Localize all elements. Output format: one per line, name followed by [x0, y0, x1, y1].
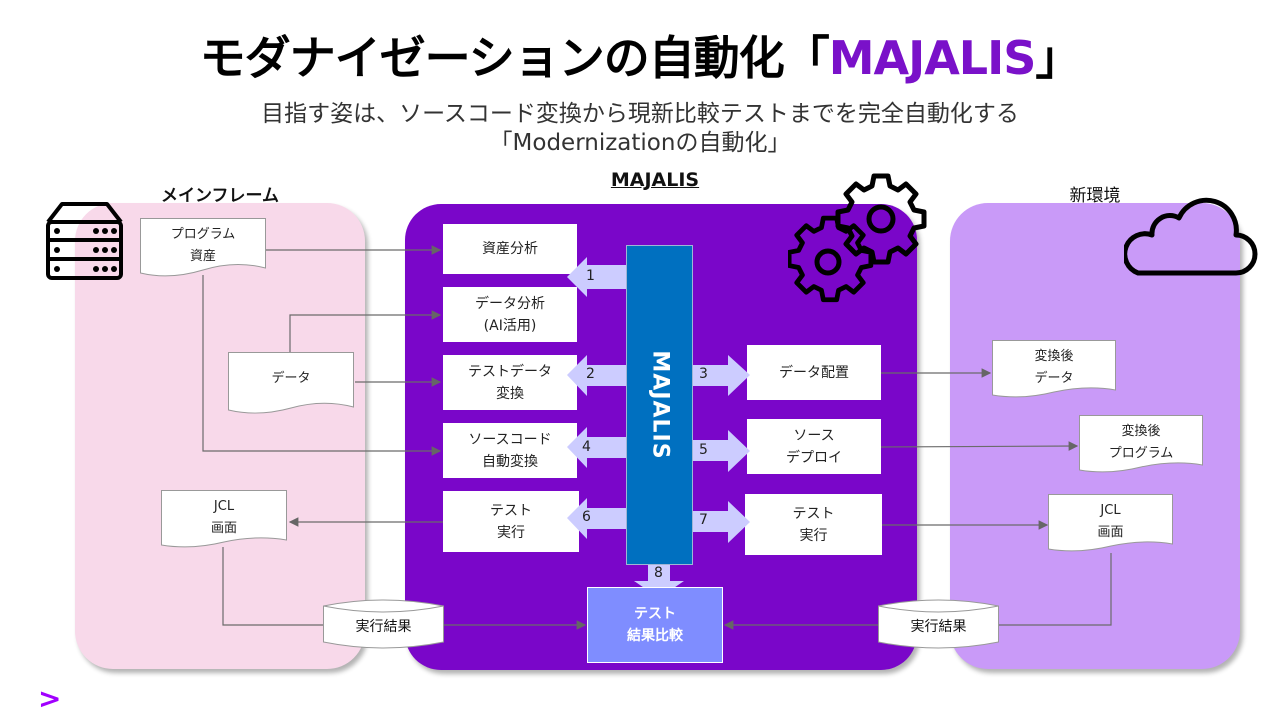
new-jcl-label: JCL 画面: [1097, 503, 1124, 540]
majalis-label: MAJALIS: [610, 169, 700, 191]
mainframe-exec-result-db: 実行結果: [323, 598, 444, 650]
arrow-4: [567, 427, 626, 468]
mainframe-panel: [75, 203, 365, 669]
mainframe-jcl-label: JCL 画面: [210, 499, 237, 536]
majalis-core-label: MAJALIS: [647, 350, 672, 460]
page-title: モダナイゼーションの自動化「MAJALIS」: [0, 28, 1280, 88]
step-test-exec-right: テスト 実行: [745, 494, 882, 555]
server-rack-icon: [46, 202, 123, 280]
majalis-core-engine: MAJALIS: [626, 245, 693, 565]
cloud-icon: [1124, 197, 1258, 276]
new-env-label: 新環境: [1069, 186, 1121, 206]
line-deploy-to-converted-program: [880, 441, 1079, 451]
step-source-convert-label: ソースコード 自動変換: [468, 431, 552, 470]
arrow-1-label: 1: [586, 268, 595, 284]
step-source-convert: ソースコード 自動変換: [443, 423, 577, 478]
arrow-8: [634, 565, 684, 598]
arrow-5: [693, 430, 750, 472]
data-label: データ: [271, 371, 311, 386]
arrow-3: [693, 355, 750, 396]
converted-data-document: 変換後 データ: [992, 340, 1116, 402]
subtitle-line-1: 目指す姿は、ソースコード変換から現新比較テストまでを完全自動化する: [261, 101, 1019, 127]
step-source-deploy-label: ソース デプロイ: [786, 427, 842, 466]
step-testdata-convert-label: テストデータ 変換: [468, 363, 552, 402]
step-testdata-convert: テストデータ 変換: [443, 355, 577, 410]
title-close-bracket: 」: [1035, 31, 1081, 85]
arrow-5-label: 5: [699, 442, 708, 458]
converted-program-document: 変換後 プログラム: [1079, 415, 1203, 477]
program-assets-label: プログラム 資産: [170, 227, 236, 264]
step-data-analysis: データ分析 (AI活用): [443, 287, 577, 342]
arrow-6-label: 6: [582, 509, 591, 525]
arrow-7-label: 7: [699, 512, 708, 528]
step-asset-analysis-label: 資産分析: [482, 241, 538, 257]
program-assets-document: プログラム 資産: [140, 218, 266, 278]
line-new-jcl-to-result: [998, 553, 1112, 626]
arrow-8-label: 8: [654, 565, 663, 581]
subtitle: 目指す姿は、ソースコード変換から現新比較テストまでを完全自動化する 「Moder…: [0, 100, 1280, 158]
step-test-exec-left: テスト 実行: [443, 491, 579, 552]
converted-data-label: 変換後 データ: [1034, 349, 1074, 386]
arrow-2: [567, 355, 626, 396]
gears-icon: [788, 173, 927, 303]
new-exec-result-label: 実行結果: [910, 619, 967, 635]
mainframe-exec-result-label: 実行結果: [355, 619, 412, 635]
step-test-exec-left-label: テスト 実行: [490, 502, 532, 541]
test-result-compare: テスト 結果比較: [587, 587, 723, 663]
mainframe-jcl-document: JCL 画面: [161, 490, 287, 552]
arrow-4-label: 4: [582, 439, 591, 455]
step-test-exec-right-label: テスト 実行: [792, 505, 835, 544]
line-data-to-data-analysis: [289, 310, 442, 352]
converted-program-label: 変換後 プログラム: [1108, 424, 1174, 461]
subtitle-line-2: 「Modernizationの自動化」: [489, 130, 791, 156]
new-exec-result-db: 実行結果: [878, 598, 999, 650]
arrow-2-label: 2: [586, 366, 595, 382]
arrow-1: [567, 257, 626, 297]
step-source-deploy: ソース デプロイ: [747, 419, 881, 474]
data-document: データ: [228, 352, 354, 414]
mainframe-label: メインフレーム: [161, 186, 279, 206]
title-accent: MAJALIS: [828, 31, 1037, 85]
step-data-placement-label: データ配置: [779, 364, 849, 381]
step-data-analysis-label: データ分析 (AI活用): [475, 295, 545, 334]
line-program-to-convert: [202, 275, 442, 456]
arrow-7: [693, 501, 750, 543]
step-data-placement: データ配置: [747, 345, 881, 400]
test-result-compare-label: テスト 結果比較: [627, 606, 683, 644]
brand-chevron-icon: >: [38, 682, 62, 715]
title-text: モダナイゼーションの自動化「: [199, 31, 830, 85]
new-jcl-document: JCL 画面: [1048, 494, 1173, 556]
step-asset-analysis: 資産分析: [443, 224, 577, 274]
arrow-3-label: 3: [699, 366, 708, 382]
arrow-6: [567, 498, 626, 539]
line-jcl-to-result: [222, 547, 323, 626]
